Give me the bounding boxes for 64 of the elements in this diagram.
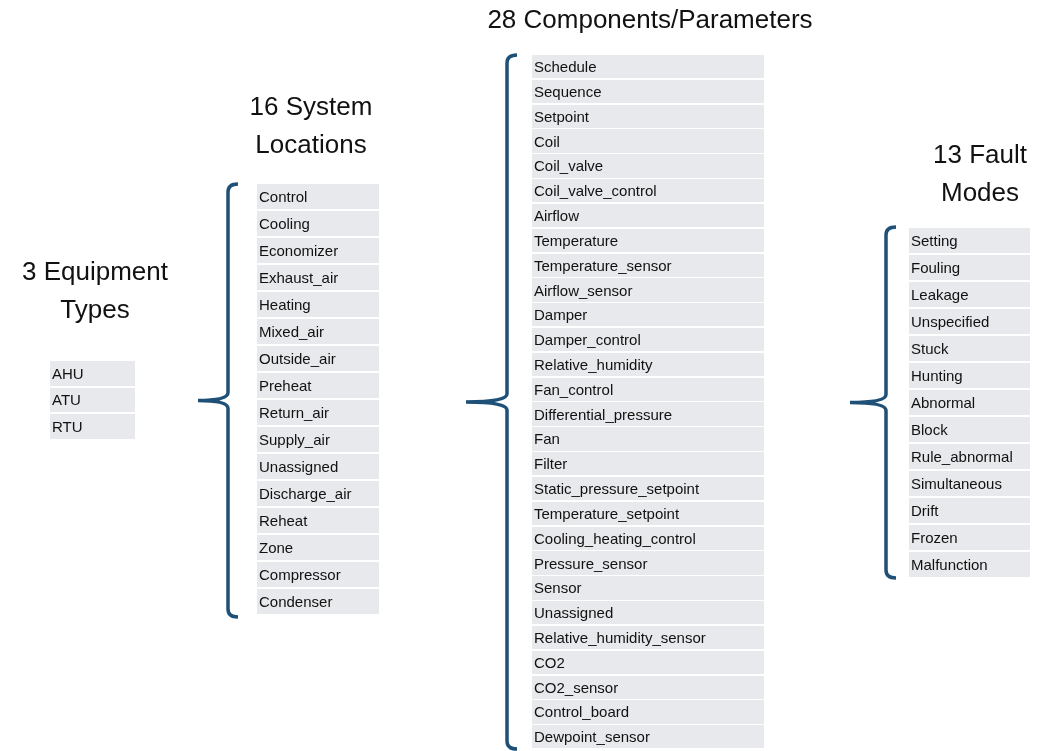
list-item: Unassigned	[532, 601, 764, 625]
list-item: Simultaneous	[909, 471, 1030, 496]
list-item: Sensor	[532, 576, 764, 600]
list-item: Coil_valve_control	[532, 179, 764, 203]
list-item: AHU	[50, 361, 135, 386]
list-item: Dewpoint_sensor	[532, 725, 764, 749]
list-item: Frozen	[909, 525, 1030, 550]
list-item: Temperature_setpoint	[532, 501, 764, 526]
list-item: Filter	[532, 452, 764, 476]
list-item: Economizer	[257, 238, 379, 263]
list-item: Discharge_air	[257, 481, 379, 506]
list-item: Stuck	[909, 336, 1030, 361]
list-item: Fan_control	[532, 377, 764, 401]
list-item: Schedule	[532, 55, 764, 79]
list-item: Setting	[909, 228, 1030, 253]
list-item: Differential_pressure	[532, 402, 764, 426]
list-item: Damper	[532, 303, 764, 327]
list-item: Abnormal	[909, 390, 1030, 415]
list-item: RTU	[50, 414, 135, 439]
list-item: ATU	[50, 387, 135, 412]
list-item: Zone	[257, 535, 379, 560]
list-item: Relative_humidity_sensor	[532, 625, 764, 650]
list-item: Leakage	[909, 282, 1030, 307]
list-item: Relative_humidity	[532, 352, 764, 377]
list-item: Unassigned	[257, 454, 379, 479]
list-item: Airflow	[532, 203, 764, 228]
list-item: Unspecified	[909, 309, 1030, 334]
column-heading: 28 Components/Parameters	[486, 3, 814, 36]
list-item: Cooling_heating_control	[532, 526, 764, 550]
list-item: Block	[909, 417, 1030, 442]
list-item: Preheat	[257, 373, 379, 398]
column-heading: 3 Equipment Types	[21, 255, 169, 326]
list-item: Temperature_sensor	[532, 253, 764, 277]
list-item: Outside_air	[257, 346, 379, 371]
list-item: Static_pressure_setpoint	[532, 476, 764, 501]
list-item: Return_air	[257, 400, 379, 425]
list-item: Coil_valve	[532, 154, 764, 178]
list-item: Airflow_sensor	[532, 278, 764, 302]
list-item: Reheat	[257, 508, 379, 533]
column-heading: 16 System Locations	[248, 90, 374, 161]
list-item: CO2	[532, 650, 764, 674]
list-item: Hunting	[909, 363, 1030, 388]
list-item: Pressure_sensor	[532, 551, 764, 575]
list-item: Sequence	[532, 79, 764, 104]
list-item: Condenser	[257, 589, 379, 614]
list-item: CO2_sensor	[532, 675, 764, 699]
list-item: Temperature	[532, 228, 764, 253]
list-item: Rule_abnormal	[909, 444, 1030, 469]
list-item: Malfunction	[909, 552, 1030, 577]
list-item: Mixed_air	[257, 319, 379, 344]
list-item: Damper_control	[532, 328, 764, 352]
list-item: Control	[257, 184, 379, 209]
list-item: Heating	[257, 292, 379, 317]
list-item: Coil	[532, 129, 764, 153]
list-item: Compressor	[257, 562, 379, 587]
list-item: Exhaust_air	[257, 265, 379, 290]
list-item: Control_board	[532, 700, 764, 724]
list-item: Drift	[909, 498, 1030, 523]
list-item: Cooling	[257, 211, 379, 236]
list-item: Supply_air	[257, 427, 379, 452]
list-item: Fan	[532, 427, 764, 451]
list-item: Setpoint	[532, 104, 764, 128]
list-item: Fouling	[909, 255, 1030, 280]
column-heading: 13 Fault Modes	[932, 138, 1028, 209]
